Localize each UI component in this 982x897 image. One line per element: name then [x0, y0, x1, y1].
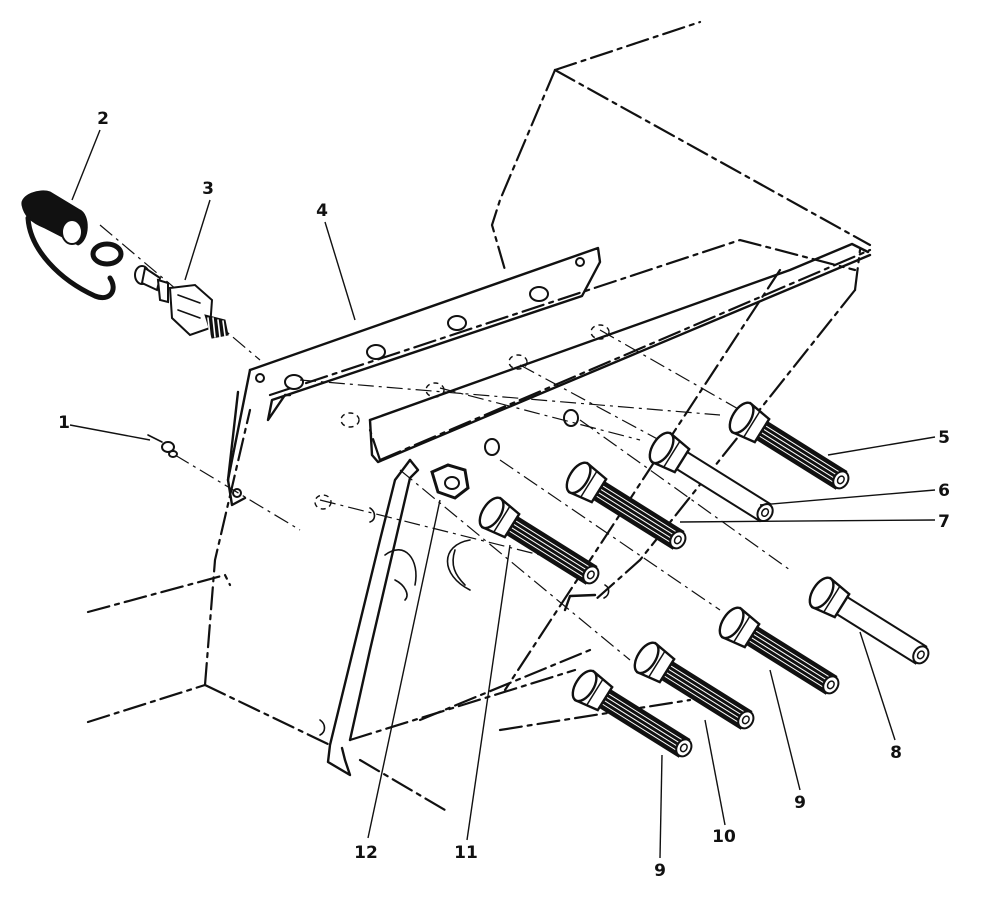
hose-fitting	[648, 431, 774, 523]
plate-hole	[255, 373, 265, 383]
hose-fitting	[718, 606, 840, 695]
callout-label: 10	[712, 827, 736, 847]
centerlines	[99, 224, 791, 661]
callout-label: 6	[938, 481, 950, 501]
hose-fitting	[571, 669, 693, 758]
hose-fitting	[633, 641, 755, 730]
port-hole	[366, 344, 386, 360]
callout-label: 2	[97, 109, 109, 129]
plate-hole	[575, 257, 585, 267]
callout-label: 7	[938, 512, 950, 532]
callout-label: 9	[794, 793, 806, 813]
hose-fitting	[565, 461, 687, 550]
callout-label: 8	[890, 743, 902, 763]
connector-fitting	[134, 265, 229, 339]
callout-label: 3	[202, 179, 214, 199]
bracket-hole	[563, 409, 579, 427]
callout-label: 9	[654, 861, 666, 881]
port-hole	[284, 374, 304, 390]
callout-label: 4	[316, 201, 328, 221]
callouts: 2 3 4 1 5 6 7 8 9 10 9 11 12	[58, 109, 950, 881]
dust-cap	[21, 190, 124, 300]
screw	[147, 434, 178, 458]
hose-fittings	[478, 401, 930, 758]
hose-fitting	[808, 576, 930, 665]
bracket-hole	[484, 438, 500, 456]
hose-fitting	[728, 401, 850, 490]
callout-label: 11	[454, 843, 478, 863]
callout-label: 12	[354, 843, 378, 863]
bracket-channel	[314, 242, 872, 777]
leader-lines	[69, 129, 936, 859]
callout-label: 5	[938, 428, 950, 448]
mounting-plate	[226, 246, 602, 507]
hose-fitting	[478, 496, 600, 585]
hex-nut	[430, 463, 470, 500]
callout-label: 1	[58, 413, 70, 433]
port-hole	[447, 315, 467, 331]
port-hole	[529, 286, 549, 302]
